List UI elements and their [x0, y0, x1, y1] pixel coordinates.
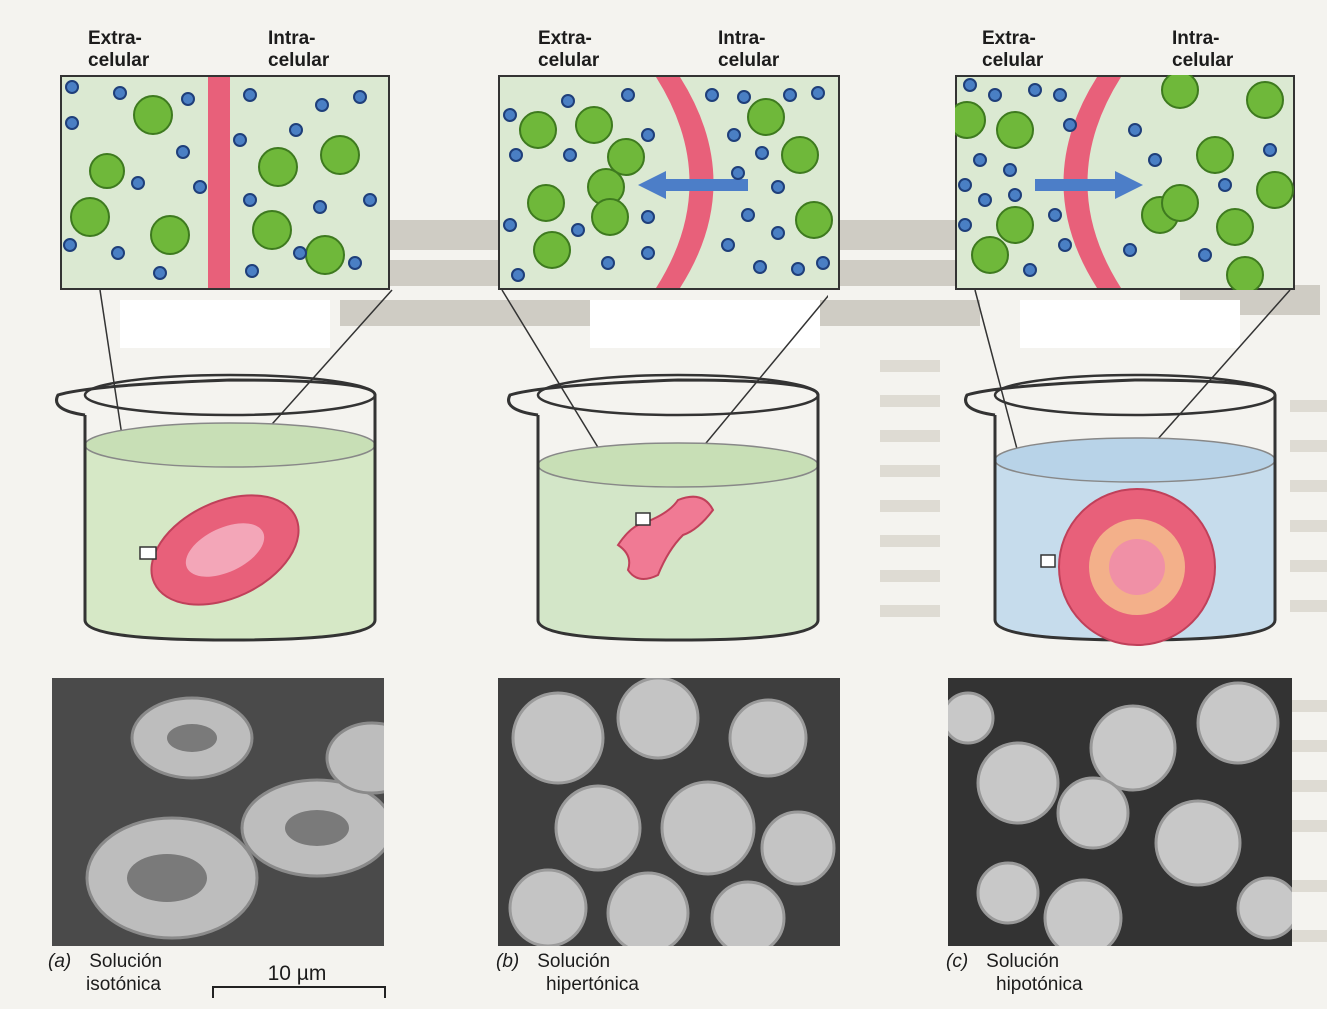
sem-photo-hypertonic: [498, 678, 840, 946]
sem-photo-hypotonic: [948, 678, 1292, 946]
caption-b: (b)Solución hipertónica: [496, 950, 639, 996]
caption-c: (c)Solución hipotónica: [946, 950, 1083, 996]
scale-bar: 10 µm: [212, 962, 386, 998]
beaker-c: [945, 285, 1295, 670]
extracellular-label-a: Extra-celular: [88, 28, 149, 72]
membrane-zoom-c: [955, 75, 1295, 290]
caption-a: (a)Solución isotónica: [48, 950, 162, 996]
intracellular-label-a: Intra-celular: [268, 28, 329, 72]
intracellular-label-c: Intra-celular: [1172, 28, 1233, 72]
beaker-b: [488, 285, 828, 670]
intracellular-label-b: Intra-celular: [718, 28, 779, 72]
membrane-zoom-b: [498, 75, 840, 290]
extracellular-label-c: Extra-celular: [982, 28, 1043, 72]
membrane-zoom-a: [60, 75, 390, 290]
sem-photo-isotonic: [52, 678, 384, 946]
extracellular-label-b: Extra-celular: [538, 28, 599, 72]
beaker-a: [30, 285, 400, 670]
